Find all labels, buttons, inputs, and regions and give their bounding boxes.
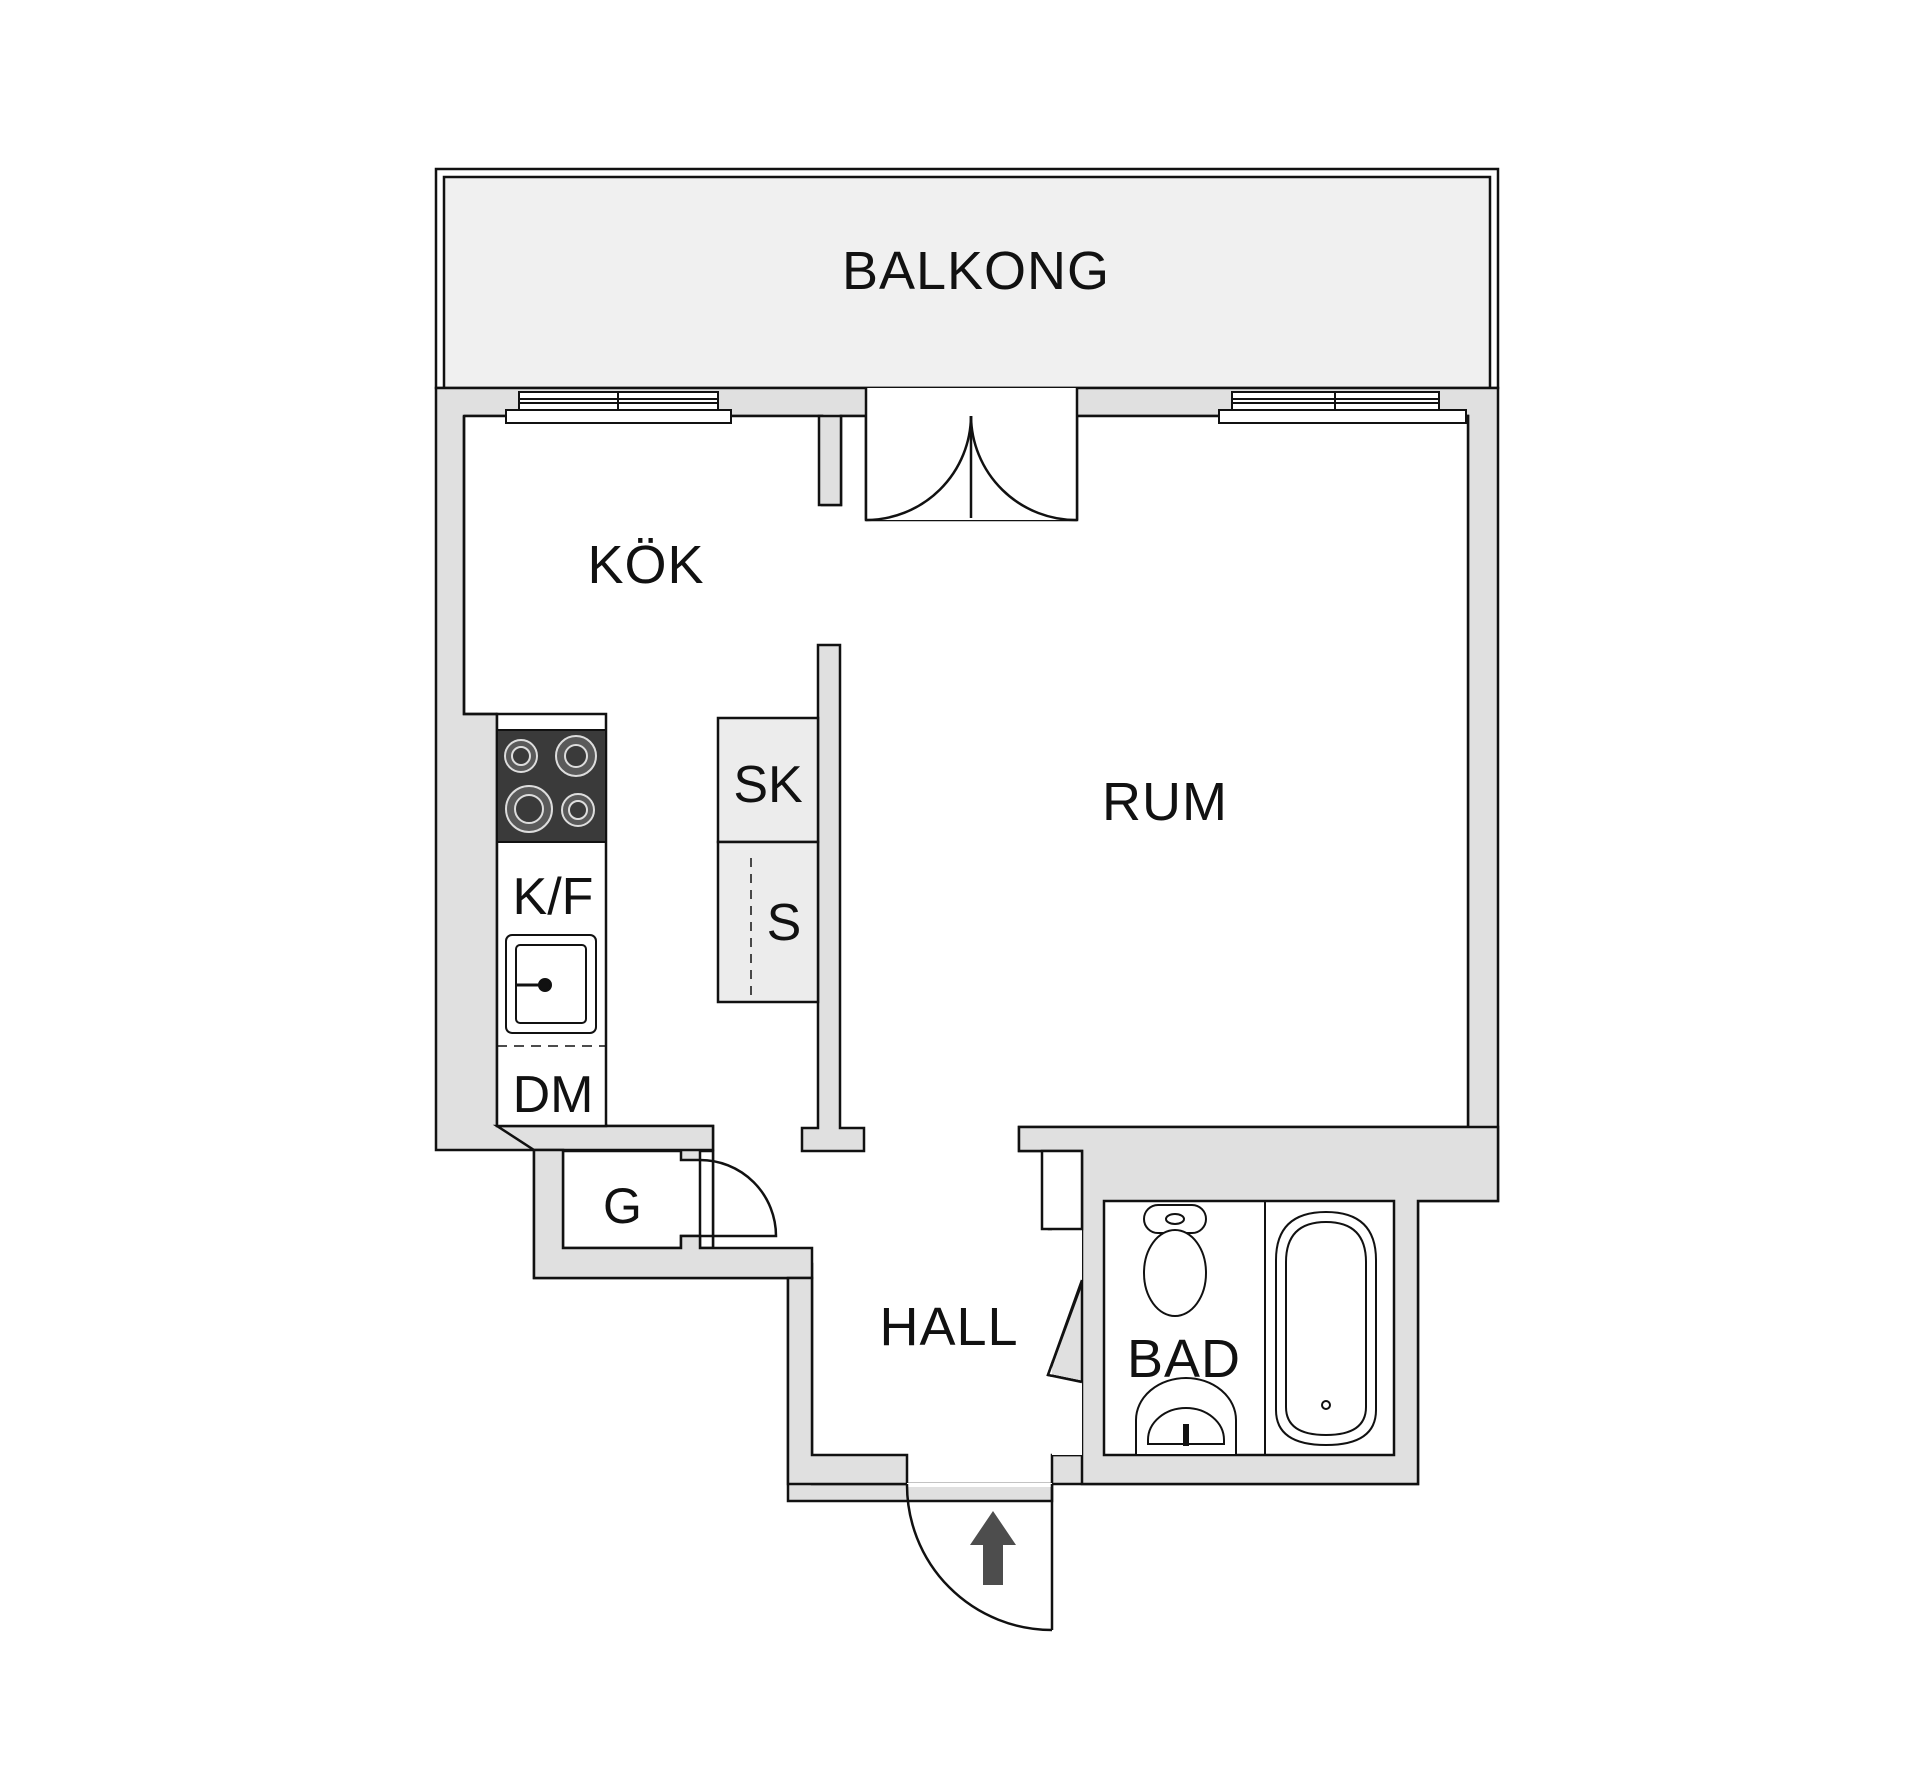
hall-niche	[1040, 1149, 1084, 1231]
balcony-label: BALKONG	[842, 241, 1110, 301]
stub-wall	[817, 414, 843, 507]
storage-cabinets	[716, 716, 820, 1004]
kitchen-label: KÖK	[587, 535, 704, 595]
washbasin-icon	[1135, 1377, 1237, 1456]
entrance-door	[905, 1483, 1054, 1632]
bathroom-label: BAD	[1127, 1329, 1241, 1389]
balcony	[434, 167, 1500, 390]
kitchen-sink-icon	[505, 934, 597, 1034]
hall-walls	[786, 1276, 909, 1486]
dishwasher-label: DM	[513, 1066, 594, 1124]
closet-door	[698, 1158, 778, 1238]
entrance-arrow-icon	[970, 1511, 1016, 1585]
closet-label: G	[603, 1178, 643, 1234]
tall-cabinet-label: SK	[733, 756, 803, 814]
window-living	[1218, 391, 1467, 424]
toilet-icon	[1143, 1204, 1207, 1317]
fridge-freezer-label: K/F	[513, 868, 594, 926]
living-room-label: RUM	[1102, 772, 1228, 832]
balcony-door	[864, 388, 1079, 522]
kitchen-counter	[495, 712, 608, 1128]
stove-icon	[496, 729, 607, 843]
bathtub-icon	[1275, 1210, 1377, 1447]
window-kitchen	[505, 391, 732, 424]
wardrobe-label: S	[767, 894, 802, 952]
hall-label: HALL	[879, 1297, 1018, 1357]
closet-wall	[492, 1124, 715, 1152]
partition-wall	[800, 643, 866, 1153]
